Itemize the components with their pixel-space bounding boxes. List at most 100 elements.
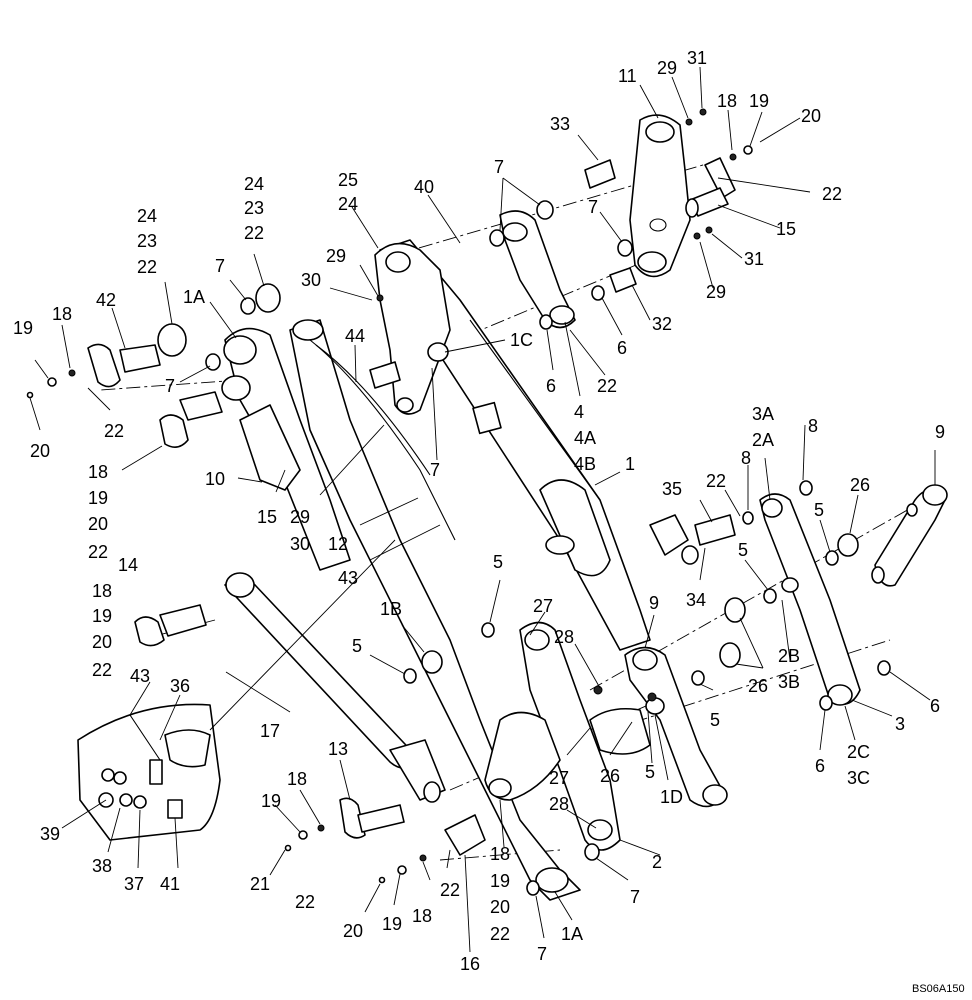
callout: 5 xyxy=(814,500,824,520)
callout: 18 xyxy=(717,91,737,111)
hose-detail-inset xyxy=(77,539,396,841)
callout: 2C xyxy=(847,742,870,762)
callout: 24 xyxy=(244,174,264,194)
callout: 1D xyxy=(660,787,683,807)
callout: 15 xyxy=(257,507,277,527)
callout: 3B xyxy=(778,672,800,692)
callout: 16 xyxy=(460,954,480,974)
callout: 6 xyxy=(546,376,556,396)
callout: 22 xyxy=(88,542,108,562)
callout: 26 xyxy=(850,475,870,495)
callout: 8 xyxy=(741,448,751,468)
cylinder-end-part-9 xyxy=(871,484,948,587)
callout: 31 xyxy=(744,249,764,269)
callout: 20 xyxy=(343,921,363,941)
callout: 27 xyxy=(533,596,553,616)
callout: 7 xyxy=(630,887,640,907)
callout: 5 xyxy=(738,540,748,560)
callout: 7 xyxy=(215,256,225,276)
callout: 19 xyxy=(749,91,769,111)
callout: 18 xyxy=(490,844,510,864)
callout: 5 xyxy=(352,636,362,656)
washer-part-26-b xyxy=(719,642,741,668)
callout: 20 xyxy=(801,106,821,126)
link-part-2 xyxy=(519,621,621,851)
callout: 25 xyxy=(338,170,358,190)
callout: 43 xyxy=(338,568,358,588)
callout: 19 xyxy=(382,914,402,934)
callout: 2B xyxy=(778,646,800,666)
callout: 20 xyxy=(30,441,50,461)
callout: 23 xyxy=(137,231,157,251)
o-rings xyxy=(205,200,891,896)
callout: 7 xyxy=(588,197,598,217)
callout: 29 xyxy=(326,246,346,266)
callout: 1B xyxy=(380,599,402,619)
callout: 6 xyxy=(617,338,627,358)
callout: 18 xyxy=(287,769,307,789)
callout: 3 xyxy=(895,714,905,734)
pin-part-33 xyxy=(584,159,616,189)
callout: 17 xyxy=(260,721,280,741)
leader-lines xyxy=(29,66,936,953)
cylinder-part-17 xyxy=(224,572,446,803)
callout: 32 xyxy=(652,314,672,334)
callout: 1A xyxy=(561,924,583,944)
callout: 7 xyxy=(537,944,547,964)
callout: 8 xyxy=(808,416,818,436)
callout: 7 xyxy=(430,460,440,480)
pin-part-42 xyxy=(87,343,161,388)
callout: 18 xyxy=(92,581,112,601)
callout: 10 xyxy=(205,469,225,489)
callout: 22 xyxy=(822,184,842,204)
callout: 5 xyxy=(710,710,720,730)
callout: 41 xyxy=(160,874,180,894)
link-part-upper-small xyxy=(484,711,561,801)
callout: 9 xyxy=(649,593,659,613)
callout: 43 xyxy=(130,666,150,686)
callout: 1C xyxy=(510,330,533,350)
callout: 38 xyxy=(92,856,112,876)
callout: 19 xyxy=(88,488,108,508)
callout: 27 xyxy=(549,768,569,788)
callout: 9 xyxy=(935,422,945,442)
callout: 6 xyxy=(930,696,940,716)
callout: 36 xyxy=(170,676,190,696)
callout: 34 xyxy=(686,590,706,610)
callout: 20 xyxy=(92,632,112,652)
callout: 4A xyxy=(574,428,596,448)
callout-labels: 11 29 31 18 19 20 33 22 15 7 7 31 29 32 … xyxy=(13,48,945,974)
pin-part-13 xyxy=(339,797,405,839)
callout: 7 xyxy=(494,157,504,177)
parts-drawing xyxy=(26,108,948,901)
callout: 13 xyxy=(328,739,348,759)
callout: 19 xyxy=(490,871,510,891)
callout: 15 xyxy=(776,219,796,239)
pin-part-14 xyxy=(134,604,207,647)
callout: 33 xyxy=(550,114,570,134)
pin-part-left-lower xyxy=(159,391,223,448)
bracket-part-27 xyxy=(589,707,651,755)
washer-part-22-left xyxy=(157,323,187,357)
callout: 5 xyxy=(645,762,655,782)
callout: 2A xyxy=(752,430,774,450)
pin-part-32 xyxy=(609,267,637,293)
callout: 22 xyxy=(137,257,157,277)
callout: 3C xyxy=(847,768,870,788)
callout: 22 xyxy=(706,471,726,491)
callout: 6 xyxy=(815,756,825,776)
callout: 20 xyxy=(88,514,108,534)
hose-part-44 xyxy=(315,344,431,476)
callout: 31 xyxy=(687,48,707,68)
callout: 29 xyxy=(657,58,677,78)
callout: 1 xyxy=(625,454,635,474)
washer-part-26-a xyxy=(724,597,746,623)
callout: 24 xyxy=(137,206,157,226)
callout: 42 xyxy=(96,290,116,310)
bellcrank-part-25 xyxy=(369,242,451,415)
callout: 44 xyxy=(345,326,365,346)
callout: 21 xyxy=(250,874,270,894)
pin-part-34 xyxy=(649,514,736,565)
callout: 40 xyxy=(414,177,434,197)
